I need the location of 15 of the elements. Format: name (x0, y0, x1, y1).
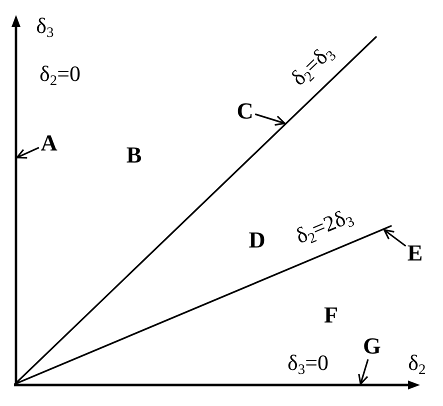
region-label: B (126, 144, 142, 166)
axis-label: δ$_{3}$ (36, 15, 54, 37)
equation-label: δ$_{2}$=0 (39, 63, 81, 85)
callout-letter: E (407, 242, 423, 264)
region-label: D (248, 228, 266, 252)
leader-arrow (254, 113, 286, 126)
equation-label: δ$_{3}$=0 (287, 352, 329, 374)
callout-letter: G (363, 334, 381, 358)
callout-letter: C (236, 100, 254, 122)
leader-arrow (358, 359, 369, 385)
leader-arrow (16, 146, 40, 159)
leader-arrow (384, 229, 406, 247)
axis-label: δ$_{2}$ (408, 352, 426, 374)
region-label: F (324, 304, 338, 326)
callout-letter: A (40, 132, 58, 154)
